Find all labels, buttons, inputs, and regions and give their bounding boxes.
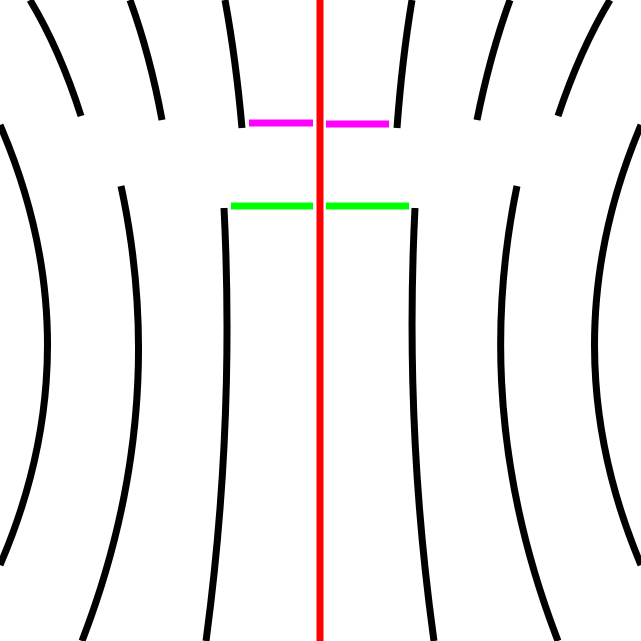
lower-curve-mid-left <box>78 185 143 641</box>
lower-curve-outer-right <box>591 123 641 567</box>
upper-curve-near-right <box>393 0 416 129</box>
lower-curves <box>0 123 641 641</box>
upper-curve-far-right <box>554 0 614 118</box>
upper-curve-far-left <box>26 0 85 118</box>
lower-curve-outer-left <box>0 123 51 567</box>
upper-curve-mid-right <box>473 0 514 121</box>
lower-curve-inner-right <box>408 207 438 641</box>
upper-curve-mid-left <box>126 0 166 121</box>
lower-curve-inner-left <box>202 207 231 641</box>
upper-curve-near-left <box>221 0 246 129</box>
upper-comparison-bars <box>249 119 389 128</box>
lower-curve-mid-right <box>497 185 562 641</box>
upper-curves <box>26 0 614 129</box>
